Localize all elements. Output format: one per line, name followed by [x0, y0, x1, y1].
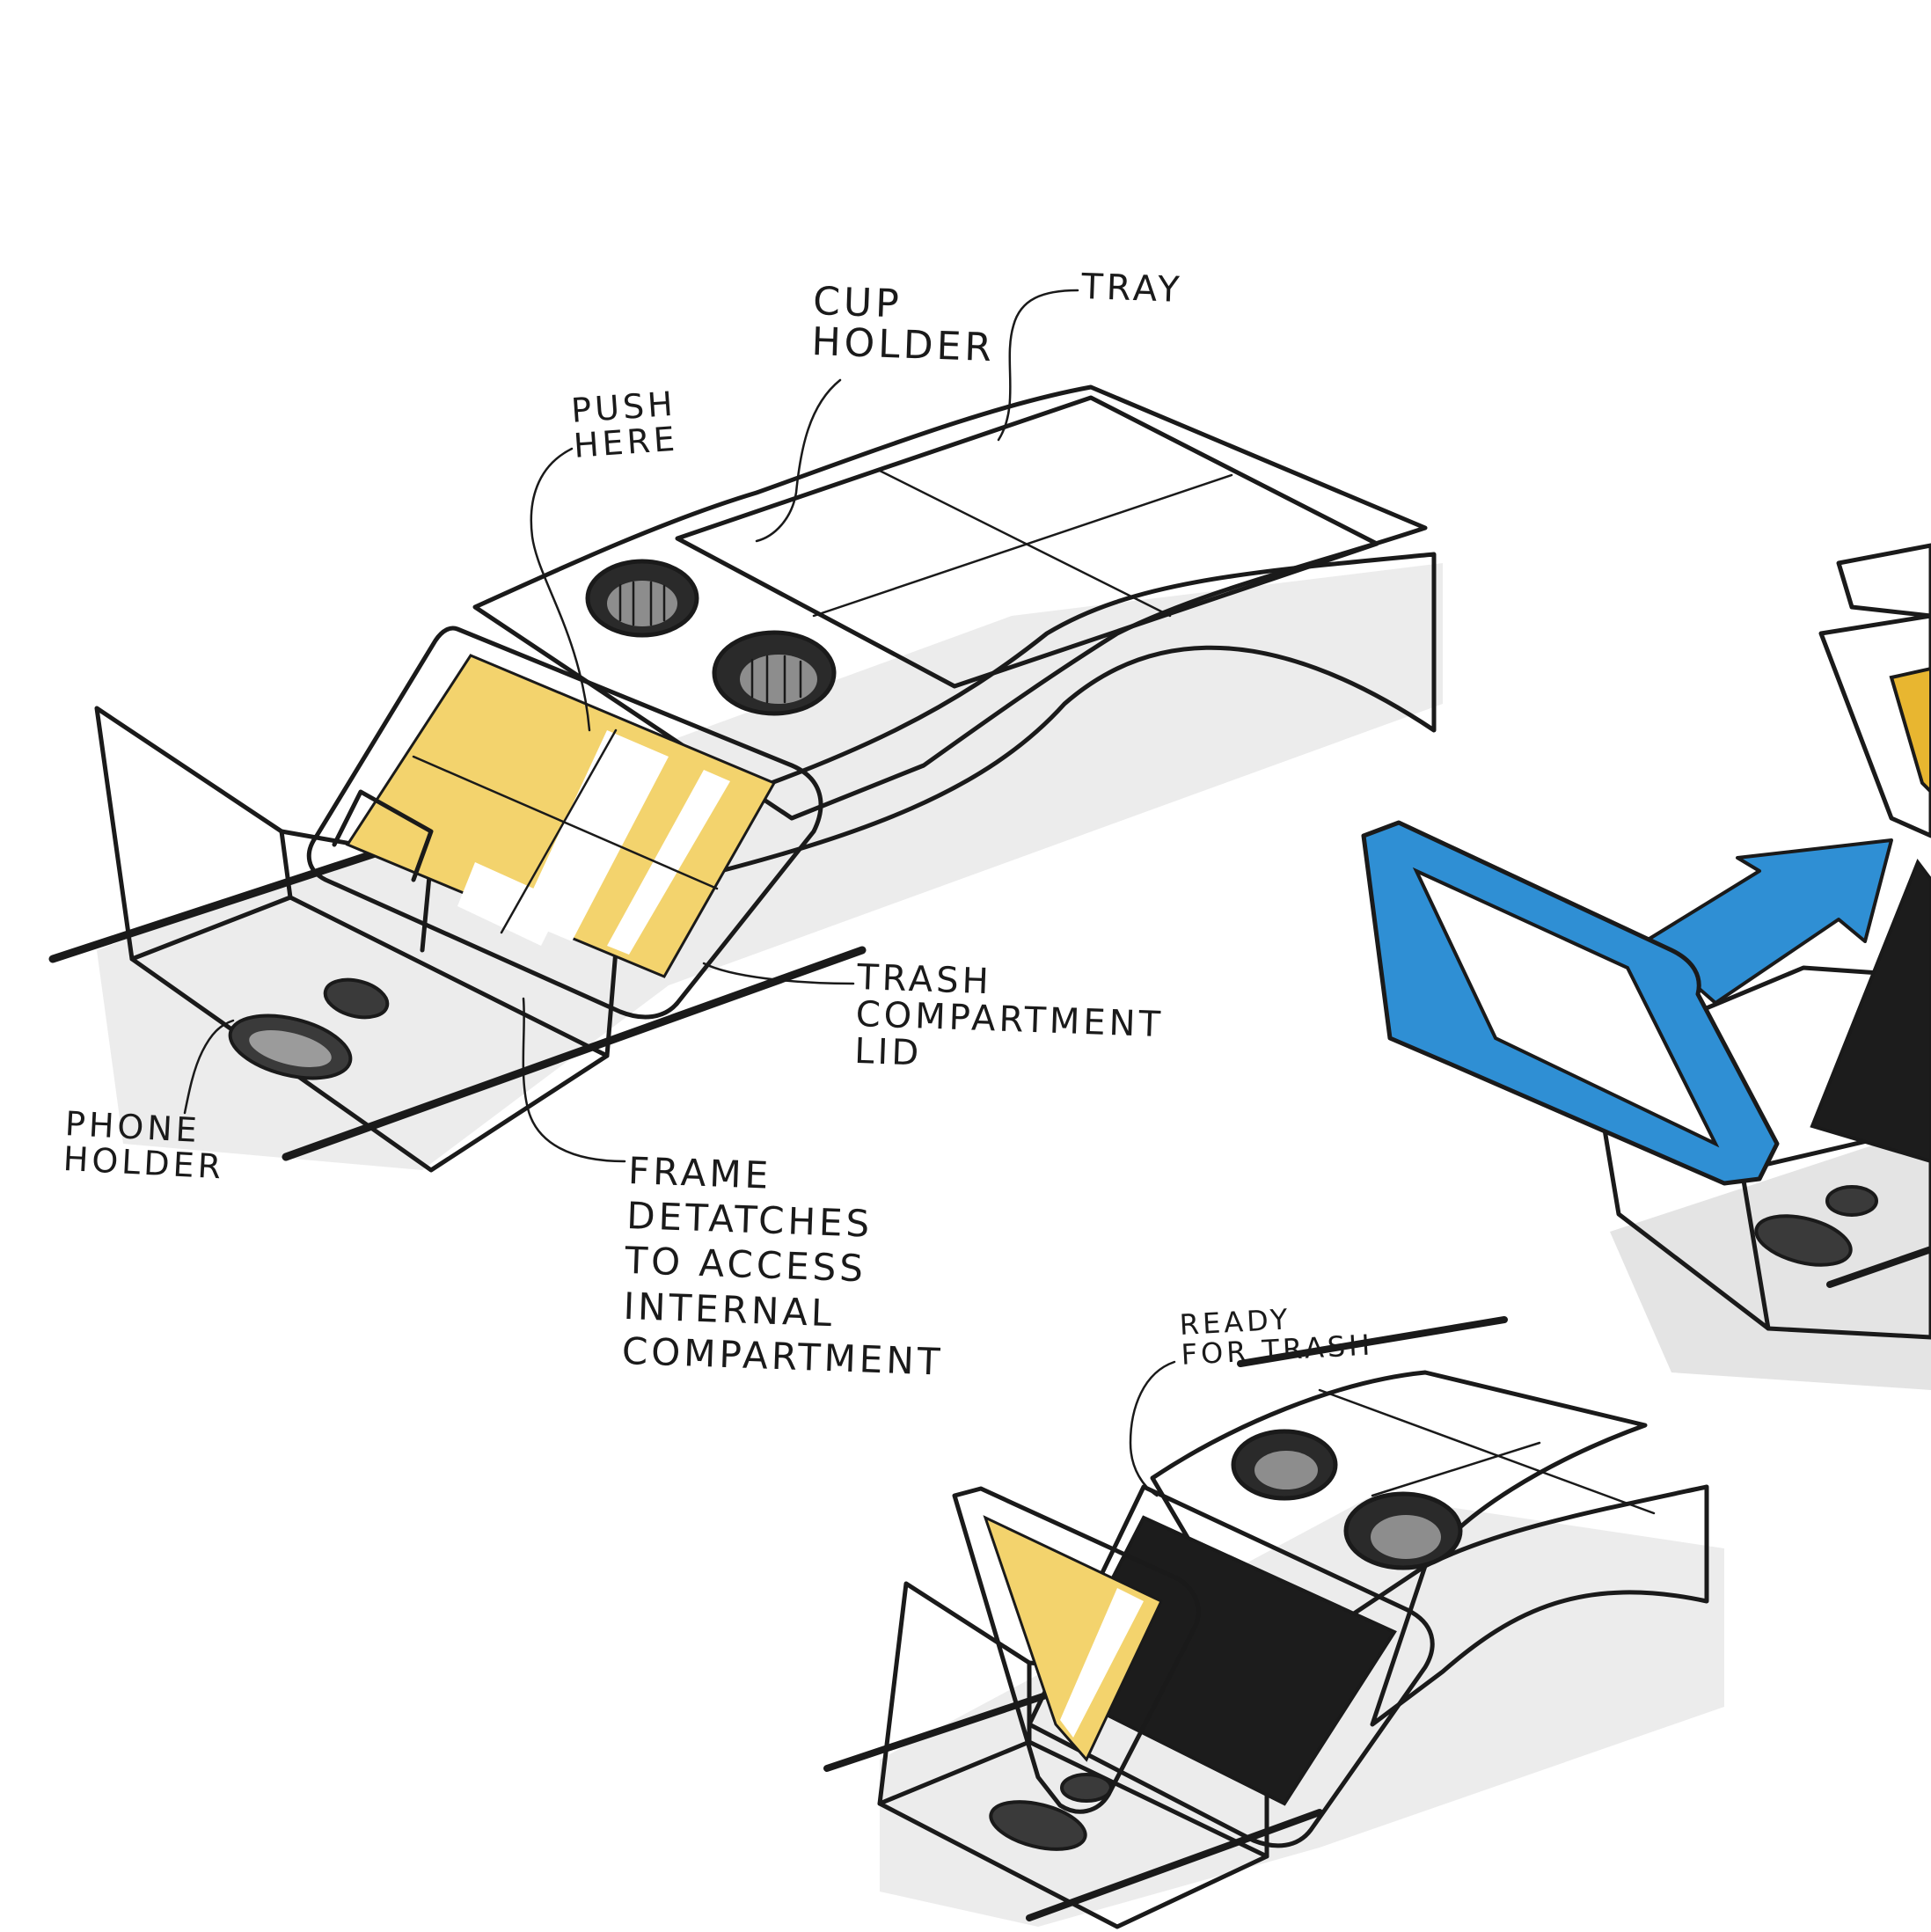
right-raised-lid-inner	[1891, 669, 1931, 792]
right-raised-lid	[1839, 545, 1931, 616]
lower-cup-holder-2	[1346, 1494, 1460, 1568]
cup-holder-2	[714, 633, 834, 714]
leader-cup-holder	[757, 380, 840, 541]
tray-divider-1	[880, 471, 1170, 616]
label-ready-for-trash: READY FOR TRASH	[1179, 1301, 1374, 1371]
lower-tray-lines	[1320, 1390, 1654, 1513]
label-cup-holder: CUP HOLDER	[811, 282, 998, 370]
cup-holder-1	[588, 561, 697, 635]
leader-trash-lid	[704, 963, 853, 984]
label-phone-holder: PHONE HOLDER	[62, 1107, 227, 1185]
tray-divider-2	[814, 475, 1232, 616]
label-push-here: PUSH HERE	[570, 387, 680, 465]
label-frame-detaches: FRAME DETATCHES TO ACCESS INTERNAL COMPA…	[621, 1148, 950, 1385]
label-tray: TRAY	[1081, 268, 1184, 309]
main-console	[53, 387, 1443, 1170]
detached-frame-console	[1364, 545, 1931, 1390]
lower-cup-holder-1	[1233, 1431, 1335, 1498]
label-trash-compartment-lid: TRASH COMPARTMENT LID	[854, 959, 1166, 1080]
lower-console	[827, 1320, 1724, 1927]
